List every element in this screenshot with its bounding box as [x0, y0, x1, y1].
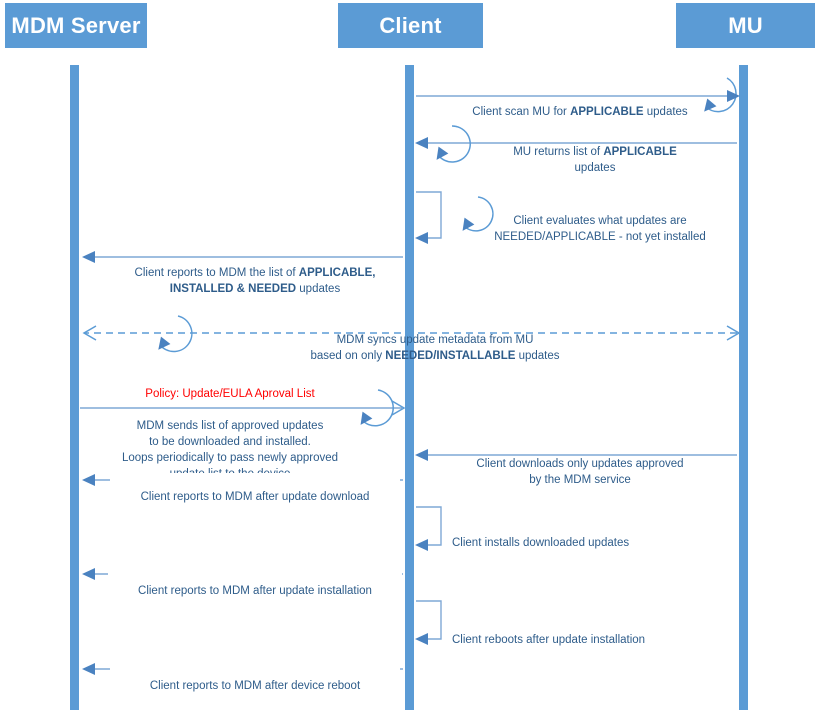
arrow-m7 [415, 449, 737, 461]
arrow-m4 [82, 251, 403, 263]
m7-part-0: Client downloads only updates approved b… [476, 458, 684, 486]
m8-part-0: Client reports to MDM after update downl… [140, 491, 370, 503]
message-label-m9: Client installs downloaded updates [452, 519, 712, 551]
message-label-m11: Client reboots after update installation [452, 616, 712, 648]
m2-part-1: APPLICABLE [603, 146, 677, 158]
participant-mdm-server-label: MDM Server [11, 12, 141, 38]
m3-part-0: Client evaluates what updates are NEEDED… [494, 215, 706, 243]
message-label-m3: Client evaluates what updates are NEEDED… [485, 197, 715, 245]
arrow-m1 [416, 77, 740, 113]
m9-part-0: Client installs downloaded updates [452, 537, 630, 549]
arrow-m11-self [415, 600, 442, 645]
participant-mdm-server[interactable]: MDM Server [5, 3, 147, 48]
m5-part-0: MDM syncs update metadata from MU based … [310, 334, 534, 362]
participant-client-label: Client [379, 12, 442, 38]
message-label-m6: Policy: Update/EULA Aproval List MDM sen… [100, 370, 360, 482]
m1-part-0: Client scan MU for [472, 106, 571, 118]
message-label-m8: Client reports to MDM after update downl… [110, 473, 400, 505]
message-label-m7: Client downloads only updates approved b… [455, 440, 705, 488]
m6-part-0: MDM sends list of approved updates to be… [121, 420, 339, 480]
m5-part-2: updates [515, 350, 560, 362]
arrow-m5 [82, 315, 741, 353]
m11-part-0: Client reboots after update installation [452, 634, 646, 646]
arrow-m6 [80, 389, 406, 427]
arrow-m2 [415, 125, 737, 163]
message-label-m2: MU returns list of APPLICABLE updates [480, 128, 710, 176]
message-label-m5: MDM syncs update metadata from MU based … [290, 316, 580, 364]
participant-client[interactable]: Client [338, 3, 483, 48]
m4-part-0: Client reports to MDM the list of [134, 267, 299, 279]
lifeline-mdm-server [70, 65, 79, 710]
m4-part-1: APPLICABLE, INSTALLED & NEEDED [169, 267, 376, 295]
m2-part-2: updates [574, 162, 616, 174]
lifeline-mu [739, 65, 748, 710]
message-label-m10: Client reports to MDM after update insta… [108, 567, 402, 599]
participant-mu[interactable]: MU [676, 3, 815, 48]
m2-part-0: MU returns list of [513, 146, 604, 158]
m12-part-0: Client reports to MDM after device reboo… [149, 680, 361, 692]
arrow-m9-self [415, 506, 442, 551]
m10-part-0: Client reports to MDM after update insta… [138, 585, 372, 597]
lifeline-client [405, 65, 414, 710]
m1-part-1: APPLICABLE [570, 106, 644, 118]
message-label-m1: Client scan MU for APPLICABLE updates [455, 88, 705, 120]
m4-part-2: updates [296, 283, 341, 295]
m5-part-1: NEEDED/INSTALLABLE [385, 350, 516, 362]
message-label-m12: Client reports to MDM after device reboo… [110, 662, 400, 694]
m6-policy-text: Policy: Update/EULA Aproval List [145, 388, 315, 400]
arrow-m3-self [415, 191, 494, 244]
participant-mu-label: MU [728, 12, 763, 38]
m1-part-2: updates [643, 106, 688, 118]
message-label-m4: Client reports to MDM the list of APPLIC… [110, 249, 400, 297]
